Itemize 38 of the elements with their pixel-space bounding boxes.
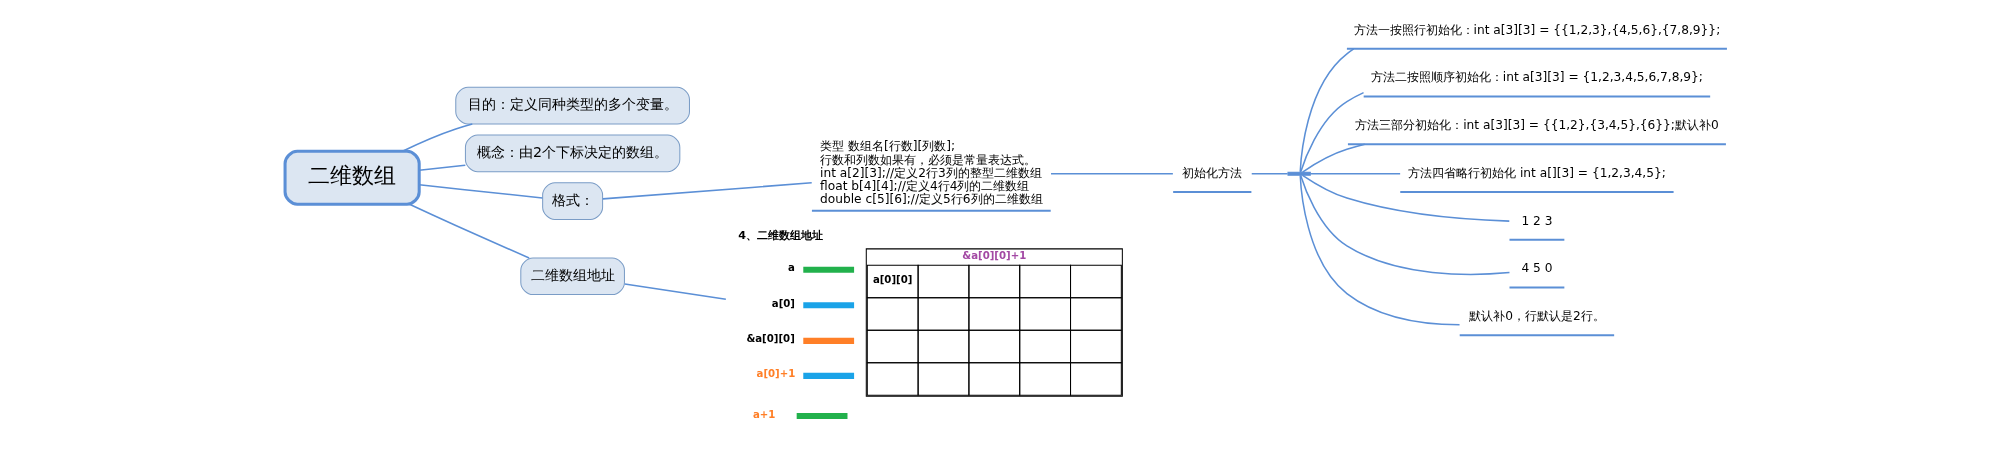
node-text: 方法一按照行初始化：int a[3][3] = {{1,2,3},{4,5,6},{7,8,9}};: [1353, 22, 1721, 37]
connector: [1299, 48, 1355, 173]
node-text: 默认补0，行默认是2行。: [1469, 309, 1605, 324]
label: a[0][0]: [872, 273, 913, 285]
label: &a[0][0]+1: [962, 250, 1027, 262]
node-box: 目的：定义同种类型的多个变量。: [455, 86, 690, 125]
node-box: 格式：: [542, 182, 604, 220]
node-box: 二维数组地址: [520, 257, 625, 296]
label: &a[0][0]: [746, 333, 795, 345]
connector: [1301, 143, 1366, 173]
node-text: 类型 数组名[行数][列数]; 行数和列数如果有，必须是常量表达式。 int a[2][3];//定义2行3列的整型二维数组 float b[4][4];//定义4行4列的二维数组 double c[5][6];//定义5行6列的二维数组: [820, 139, 1043, 207]
connector: [408, 203, 530, 259]
connector: [401, 123, 474, 153]
connector: [1309, 172, 1401, 175]
label: a+1: [752, 408, 776, 420]
connector: [1299, 91, 1365, 173]
node-text: 方法四省略行初始化 int a[][3] = {1,2,3,4,5};: [1408, 165, 1666, 180]
node-box: 概念：由2个下标决定的数组。: [464, 134, 681, 173]
connector: [624, 283, 727, 301]
node-bar: [1287, 171, 1311, 176]
connector: [418, 164, 467, 172]
label: 4、二维数组地址: [738, 228, 824, 242]
label: a: [788, 262, 795, 274]
connector: [1251, 172, 1289, 175]
node-text: 1 2 3: [1521, 213, 1553, 228]
node-text: 4 5 0: [1521, 261, 1553, 276]
connector: [1299, 174, 1511, 276]
connector: [418, 184, 544, 199]
connector: [1299, 174, 1461, 326]
node-text: 方法二按照顺序初始化：int a[3][3] = {1,2,3,4,5,6,7,8,9};: [1370, 70, 1703, 85]
node-text: 方法三部分初始化：int a[3][3] = {{1,2},{3,4,5},{6}};默认补0: [1355, 118, 1719, 133]
connector: [602, 182, 813, 200]
label: a[0]: [771, 297, 795, 309]
connector: [1301, 174, 1511, 222]
node-box: 二维数组: [283, 149, 421, 206]
connector: [1050, 172, 1174, 175]
label: a[0]+1: [756, 368, 796, 380]
node-text: 初始化方法: [1182, 165, 1243, 180]
